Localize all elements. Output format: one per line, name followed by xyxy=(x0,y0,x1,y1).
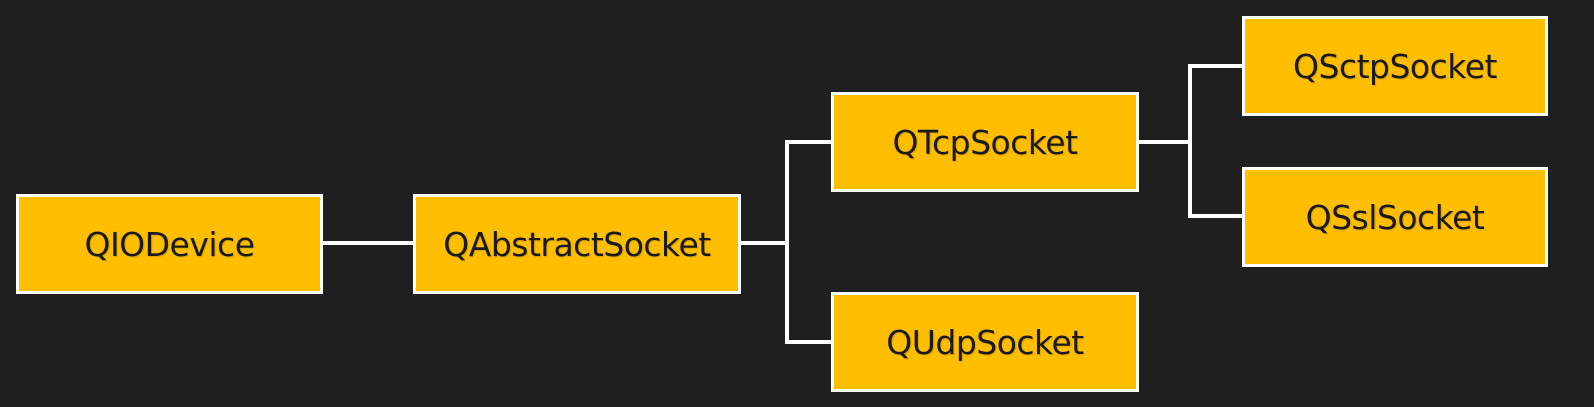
node-qsslsocket: QSslSocket xyxy=(1242,167,1548,267)
node-qtcpsocket: QTcpSocket xyxy=(831,92,1139,192)
node-qsctpsocket: QSctpSocket xyxy=(1242,16,1548,116)
node-qudpsocket: QUdpSocket xyxy=(831,292,1139,392)
node-qiodevice: QIODevice xyxy=(16,194,323,294)
node-qabstractsocket: QAbstractSocket xyxy=(413,194,741,294)
